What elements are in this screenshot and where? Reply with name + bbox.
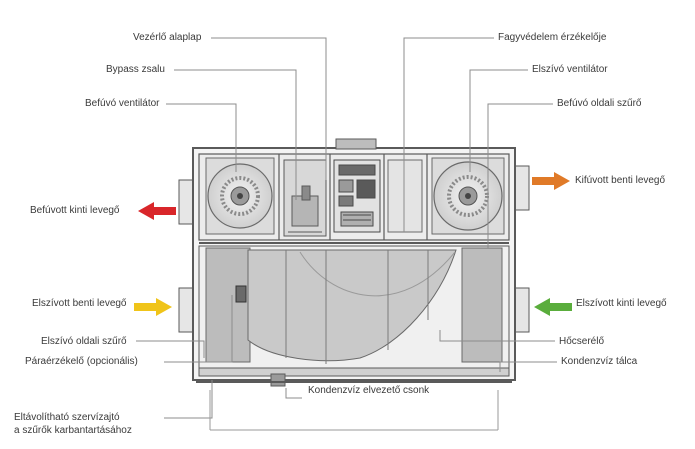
outdoor-air-green-arrow-icon	[534, 298, 572, 316]
label-bypass-damper: Bypass zsalu	[106, 64, 165, 75]
label-exhaust-side-filter: Elszívó oldali szűrő	[41, 336, 127, 347]
exhaust-fan-icon	[431, 157, 505, 235]
filter-panels	[205, 247, 503, 363]
label-control-board: Vezérlő alaplap	[133, 32, 202, 43]
label-humidity-sensor: Páraérzékelő (opcionális)	[25, 356, 138, 367]
label-exhausted-indoor-air: Kifúvott benti levegő	[575, 175, 666, 186]
label-condensate-tray: Kondenzvíz tálca	[561, 356, 638, 367]
right-duct-collars	[512, 165, 530, 333]
frost-sensor-icon	[387, 159, 423, 233]
label-supply-fan: Befúvó ventilátor	[85, 98, 160, 109]
label-supplied-outdoor-air: Befúvott kinti levegő	[30, 205, 120, 216]
condensate-drain-icon	[270, 373, 286, 387]
humidity-sensor-icon	[235, 285, 247, 303]
label-extracted-indoor-air: Elszívott benti levegő	[32, 298, 127, 309]
control-board-icon	[333, 159, 381, 233]
frame-lines	[209, 390, 499, 431]
exhaust-air-orange-arrow-icon	[532, 172, 570, 190]
extract-air-yellow-arrow-icon	[134, 298, 172, 316]
label-frost-sensor: Fagyvédelem érzékelője	[498, 32, 607, 43]
label-service-panel-line2: a szűrők karbantartásához	[14, 425, 132, 436]
label-extracted-outdoor-air: Elszívott kinti levegő	[576, 298, 667, 309]
leader-lines	[136, 37, 557, 419]
heat-exchanger-icon	[247, 249, 457, 362]
label-exhaust-fan: Elszívó ventilátor	[532, 64, 608, 75]
supply-fan-icon	[205, 157, 275, 235]
supply-air-red-arrow-icon	[138, 202, 176, 220]
label-service-panel-line1: Eltávolítható szervízajtó	[14, 412, 120, 423]
label-condensate-drain: Kondenzvíz elvezető csonk	[308, 385, 430, 396]
condensate-tray-icon	[198, 367, 510, 377]
top-connector	[335, 138, 377, 150]
label-heat-exchanger: Hőcserélő	[559, 336, 605, 347]
bypass-damper-icon	[283, 159, 327, 237]
label-supply-side-filter: Befúvó oldali szűrő	[557, 98, 642, 109]
